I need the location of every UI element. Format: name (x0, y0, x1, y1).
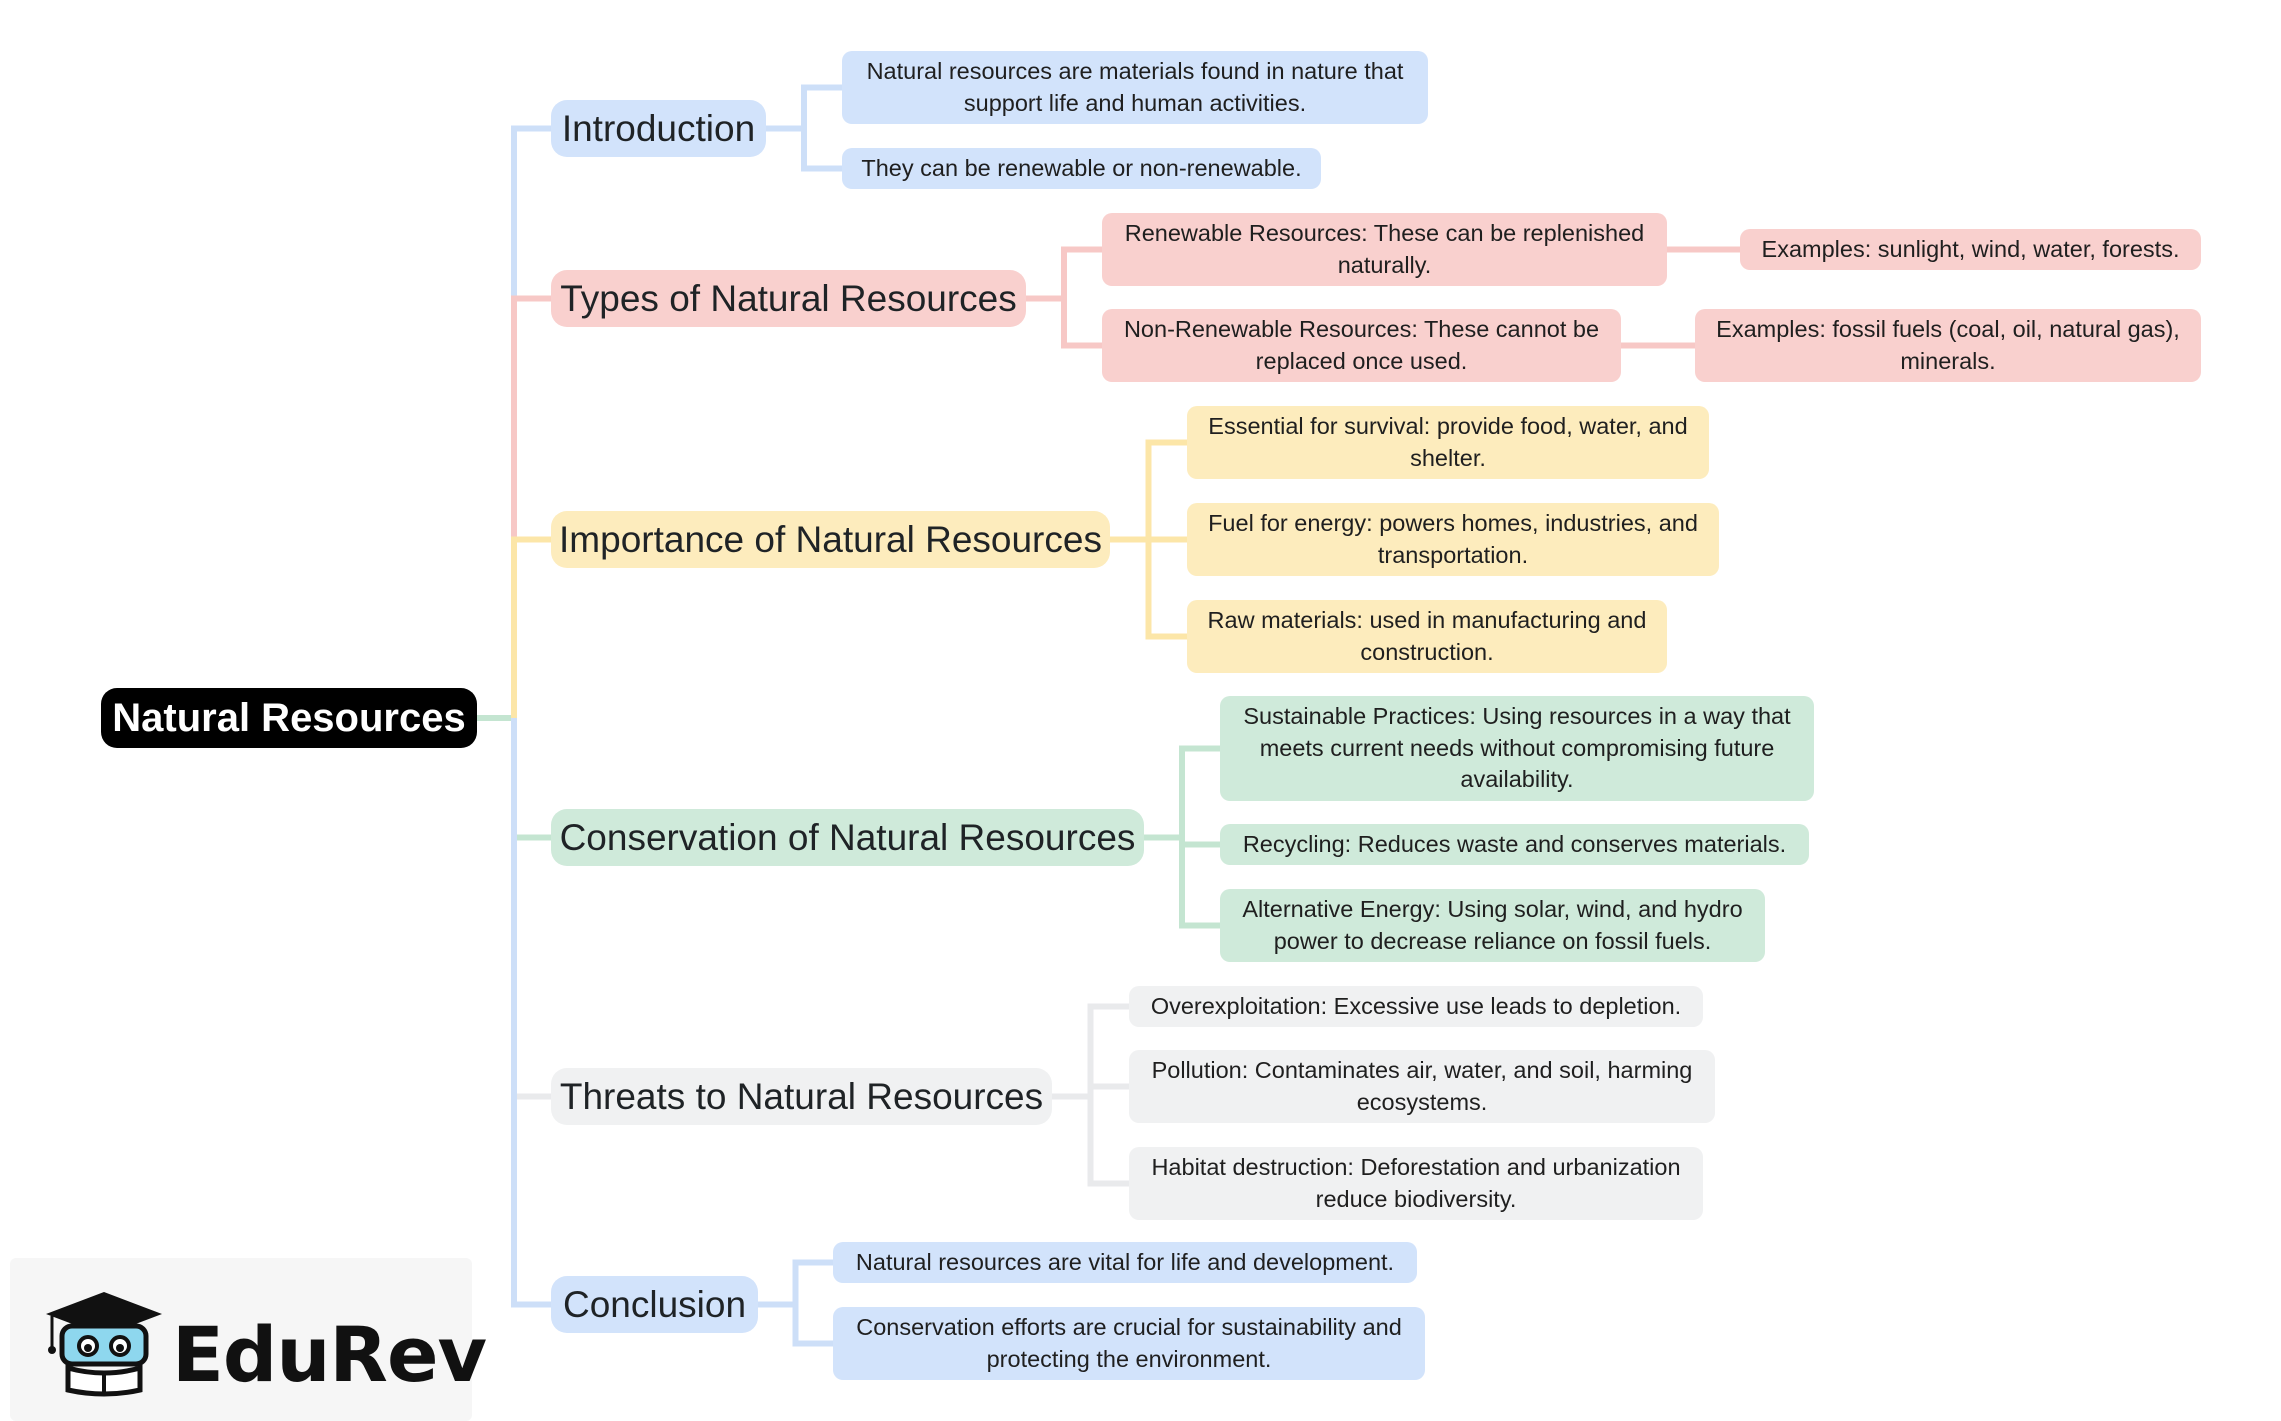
branch-connector-5-1 (758, 1301, 833, 1347)
branch-connector-0-0 (766, 84, 842, 132)
leaf-importance-energy: Fuel for energy: powers homes, industrie… (1187, 503, 1719, 576)
leaf-types-nonrenewable-examples: Examples: fossil fuels (coal, oil, natur… (1695, 309, 2201, 382)
branch-connector-3-0 (1144, 745, 1220, 841)
leaf-intro-definition: Natural resources are materials found in… (842, 51, 1428, 124)
topic-types: Types of Natural Resources (551, 270, 1026, 327)
leaf-types-nonrenewable: Non-Renewable Resources: These cannot be… (1102, 309, 1621, 382)
topic-conservation: Conservation of Natural Resources (551, 809, 1144, 866)
topic-importance: Importance of Natural Resources (551, 511, 1110, 568)
leaf-importance-raw-materials: Raw materials: used in manufacturing and… (1187, 600, 1667, 673)
topic-threats: Threats to Natural Resources (551, 1068, 1052, 1125)
branch-connector-4-0 (1052, 1003, 1129, 1100)
branch-connector-1-0 (1026, 246, 1102, 302)
trunk-connector-1 (511, 295, 551, 718)
leaf-conservation-sustainable: Sustainable Practices: Using resources i… (1220, 696, 1814, 801)
leaf-intro-renewable: They can be renewable or non-renewable. (842, 148, 1321, 189)
leaf-conclusion-vital: Natural resources are vital for life and… (833, 1242, 1417, 1283)
branch-connector-1-1 (1026, 295, 1102, 349)
leaf-types-renewable: Renewable Resources: These can be replen… (1102, 213, 1667, 286)
branch-connector-4-2 (1052, 1093, 1129, 1187)
branch-connector-2-0 (1110, 439, 1187, 543)
topic-conclusion: Conclusion (551, 1276, 758, 1333)
branch-connector-0-1 (766, 125, 842, 172)
edurev-logo (10, 1258, 472, 1421)
branch-connector-2-2 (1110, 536, 1187, 640)
graduation-cap-mascot-icon (46, 1292, 162, 1397)
leaf-conservation-alternative-energy: Alternative Energy: Using solar, wind, a… (1220, 889, 1765, 962)
trunk-connector-3 (511, 718, 551, 841)
leaf-importance-survival: Essential for survival: provide food, wa… (1187, 406, 1709, 479)
branch-connector-3-2 (1144, 834, 1220, 929)
branch-connector-5-0 (758, 1259, 833, 1308)
trunk-connector-5 (511, 718, 551, 1308)
trunk-connector-2 (511, 536, 551, 718)
leaf-types-renewable-examples: Examples: sunlight, wind, water, forests… (1740, 229, 2201, 270)
topic-introduction: Introduction (551, 100, 766, 157)
edurev-logo-text: EduRev (172, 1310, 487, 1399)
leaf-conservation-recycling: Recycling: Reduces waste and conserves m… (1220, 824, 1809, 865)
trunk-connector-0 (511, 125, 551, 718)
leaf-threats-habitat: Habitat destruction: Deforestation and u… (1129, 1147, 1703, 1220)
leaf-threats-pollution: Pollution: Contaminates air, water, and … (1129, 1050, 1715, 1123)
leaf-threats-overexploitation: Overexploitation: Excessive use leads to… (1129, 986, 1703, 1027)
leaf-conclusion-efforts: Conservation efforts are crucial for sus… (833, 1307, 1425, 1380)
trunk-connector-4 (511, 718, 551, 1100)
root-node: Natural Resources (101, 688, 477, 748)
